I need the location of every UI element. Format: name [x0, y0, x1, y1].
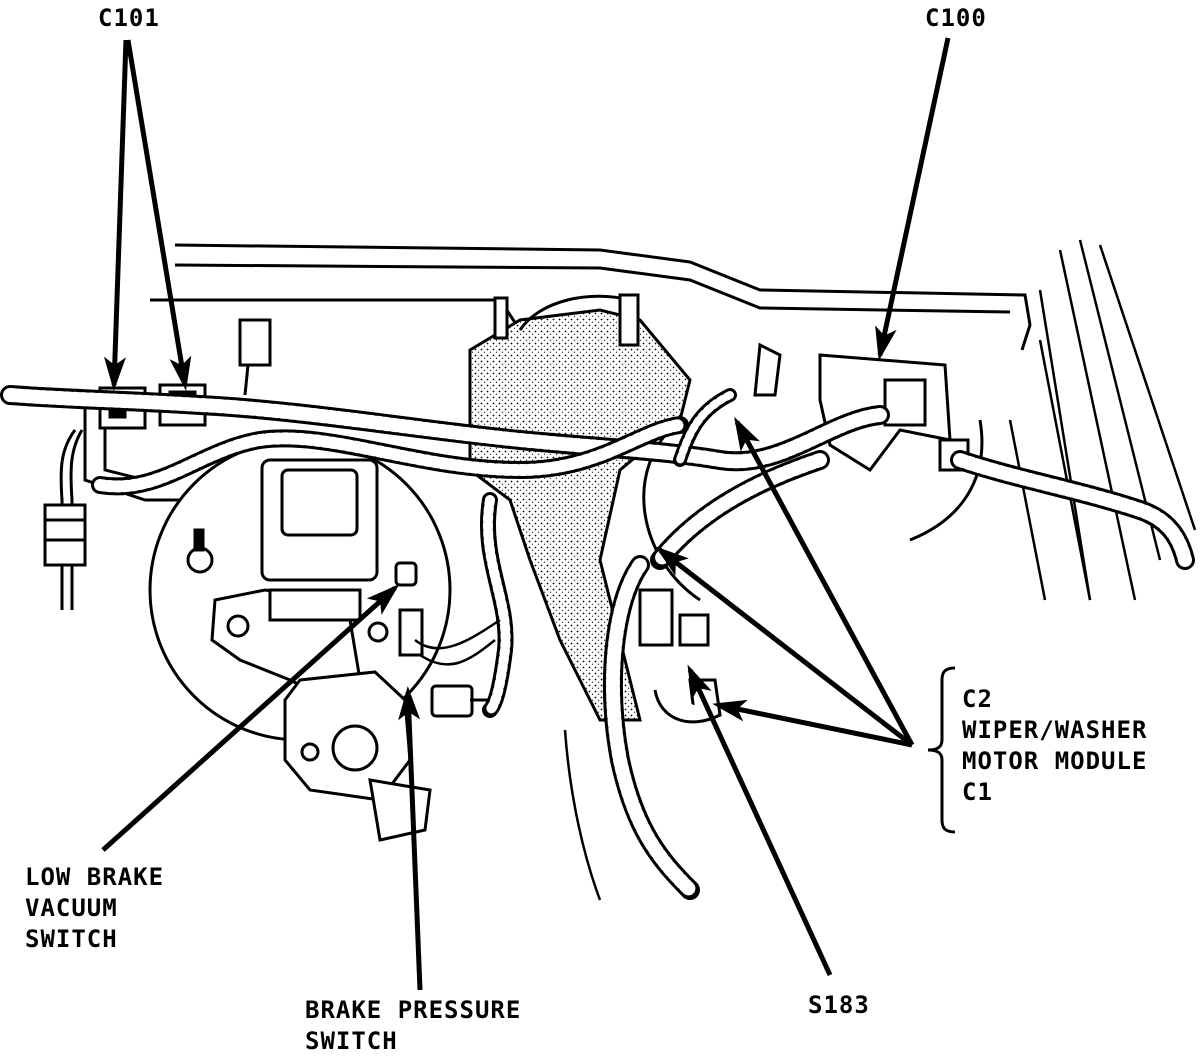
module-bracket: [927, 666, 956, 834]
main-harness: [0, 385, 1195, 900]
firewall-block: [468, 293, 692, 722]
arrow-low-vacuum: [101, 583, 400, 852]
arrow-c101-left: [103, 39, 129, 391]
switch-bodies: [394, 561, 500, 718]
label-brake-pressure-switch: BRAKE PRESSURE SWITCH: [305, 995, 521, 1057]
label-line: LOW BRAKE: [25, 863, 165, 891]
label-s183: S183: [808, 991, 870, 1019]
arrow-module-c2b: [655, 546, 914, 747]
control-module: [260, 458, 379, 622]
thin-wires: [414, 618, 602, 901]
fender-lines: [1008, 239, 1197, 601]
label-line: VACUUM: [25, 894, 118, 922]
label-c100: C100: [925, 4, 987, 32]
arrow-brake-pressure: [398, 686, 423, 991]
label-line: SWITCH: [305, 1027, 398, 1055]
arrow-c100: [875, 37, 951, 361]
callout-arrows: [101, 37, 951, 991]
label-line: C1: [962, 778, 993, 806]
arrow-module-c2a: [734, 416, 915, 747]
arrow-module-c1: [712, 699, 913, 748]
wiper-module-connectors: [638, 588, 722, 724]
label-line: C2: [962, 685, 993, 713]
wiper-module-outline: [642, 418, 984, 602]
label-line: MOTOR MODULE: [962, 747, 1148, 775]
label-low-brake-vacuum-switch: LOW BRAKE VACUUM SWITCH: [25, 862, 164, 955]
label-line: WIPER/WASHER: [962, 716, 1148, 744]
label-line: SWITCH: [25, 925, 118, 953]
label-line: BRAKE PRESSURE: [305, 996, 522, 1024]
label-c101: C101: [98, 4, 160, 32]
arrow-c101-right: [125, 39, 192, 391]
label-wiper-washer-module: C2 WIPER/WASHER MOTOR MODULE C1: [962, 684, 1147, 808]
left-brake-line: [43, 429, 87, 610]
